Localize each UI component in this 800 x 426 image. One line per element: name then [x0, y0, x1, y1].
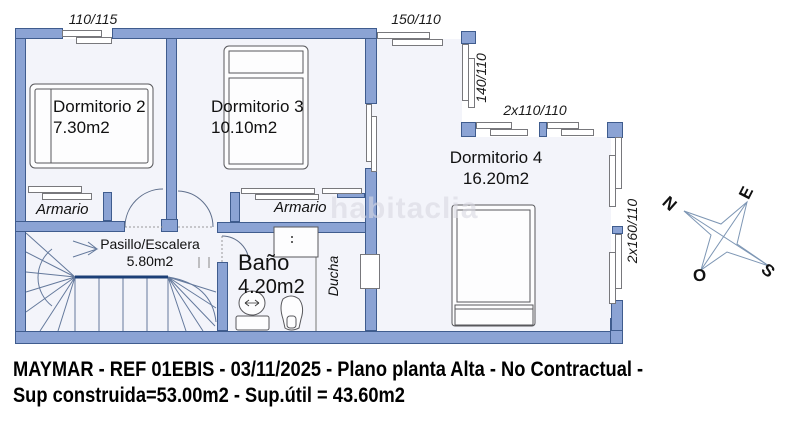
dimension-label-2x160-110: 2x160/110	[624, 198, 640, 264]
bed-dorm3	[223, 45, 309, 170]
room-name: Dormitorio 2	[53, 97, 146, 116]
wall-hall-left	[15, 221, 125, 232]
room-label-dorm2: Dormitorio 2 7.30m2	[53, 96, 146, 138]
room-name: Pasillo/Escalera	[100, 236, 200, 252]
stairs	[25, 232, 217, 332]
window-150-110-slat	[377, 32, 430, 39]
wall-armario-left-cap	[103, 192, 112, 221]
wall-post-window140	[461, 31, 476, 44]
room-label-bano: Baño 4.20m2	[238, 250, 305, 300]
window-110-115-slat	[62, 30, 102, 37]
wall-post-dorm23	[161, 219, 178, 232]
room-label-ducha: Ducha	[325, 255, 341, 297]
dimension-label-140-110: 140/110	[473, 53, 489, 103]
toilet	[235, 290, 270, 331]
room-name: Baño	[238, 250, 290, 275]
window-150-110-slat	[392, 39, 443, 46]
bed-dorm4	[451, 204, 536, 327]
window-2x160-110-slat	[609, 252, 616, 304]
opening-dorm3-dorm4	[371, 116, 377, 172]
dimension-label-2x110-110: 2x110/110	[503, 102, 567, 118]
window-2x110-110-slat	[476, 122, 512, 129]
room-area: 10.10m2	[211, 118, 278, 137]
dimension-label-150-110: 150/110	[391, 11, 441, 27]
caption-line-1: MAYMAR - REF 01EBIS - 03/11/2025 - Plano…	[13, 358, 644, 381]
wall-right-lower	[611, 300, 623, 331]
room-area: 16.20m2	[462, 169, 530, 188]
room-area: 7.30m2	[53, 118, 110, 137]
room-label-pasillo: Pasillo/Escalera 5.80m2	[92, 236, 208, 270]
wall-post-2x110-left	[461, 122, 476, 137]
room-label-armario-right: Armario	[274, 199, 327, 216]
window-2x110-110-slat	[490, 129, 528, 136]
room-label-dorm4: Dormitorio 4 16.20m2	[443, 147, 549, 189]
wall-right-tick	[612, 226, 623, 234]
door-thresholds	[125, 226, 223, 262]
closet-left-doors	[28, 186, 82, 193]
room-name: Dormitorio 4	[449, 148, 543, 167]
wall-bath-west	[217, 262, 228, 331]
door-arc-dorm2	[124, 188, 164, 228]
bathroom-sink	[273, 226, 319, 258]
bidet	[280, 295, 304, 331]
closet-right-doors	[322, 188, 362, 194]
closet-left-doors	[42, 193, 92, 200]
compass-star	[683, 200, 770, 272]
closet-right-doors	[241, 188, 315, 194]
wall-armario-right-west	[230, 192, 240, 222]
window-2x110-110-slat	[547, 122, 579, 129]
wall-step-down	[365, 38, 377, 104]
door-arcs	[124, 188, 250, 264]
door-arc-dorm3	[177, 190, 214, 228]
wall-top-b	[112, 28, 377, 39]
room-label-armario-left: Armario	[36, 201, 89, 218]
room-area: 5.80m2	[126, 253, 174, 269]
compass-west-label: O	[692, 265, 707, 286]
window-110-115-slat	[76, 37, 112, 44]
dimension-label-110-115: 110/115	[68, 11, 118, 27]
wall-sliver-2x110	[539, 122, 547, 137]
room-area: 4.20m2	[238, 276, 305, 298]
room-label-dorm3: Dormitorio 3 10.10m2	[211, 96, 304, 138]
window-2x110-110-slat	[561, 129, 594, 136]
door-arc-bano	[221, 235, 250, 264]
watermark: habitaclia	[330, 192, 479, 225]
closet-right-doors	[255, 194, 319, 200]
caption-line-2: Sup construida=53.00m2 - Sup.útil = 43.6…	[13, 384, 405, 407]
stairs-direction-arrow	[72, 240, 99, 258]
room-name: Dormitorio 3	[211, 97, 304, 116]
window-2x160-110-slat	[609, 155, 616, 207]
window-140-110-slat	[468, 58, 475, 108]
wall-niche	[360, 254, 380, 289]
bed-dorm2	[29, 83, 154, 169]
